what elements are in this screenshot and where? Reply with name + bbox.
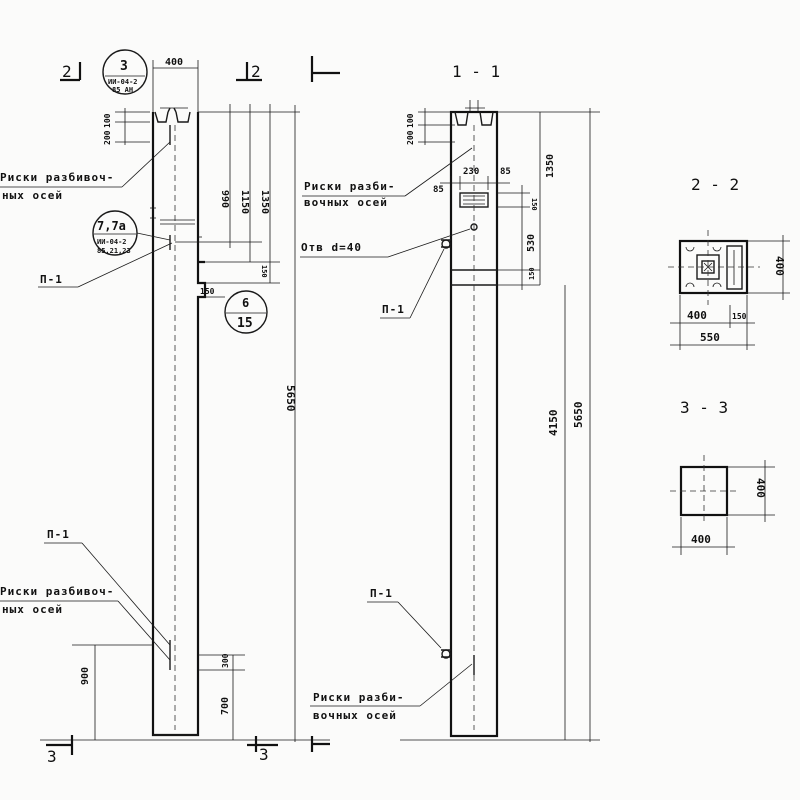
dim-1350: 1350 [259, 190, 270, 214]
reference-bubble-top [102, 49, 148, 95]
dim-4150: 4150 [547, 410, 560, 437]
dim-85-left: 85 [433, 185, 444, 195]
dim-width-400: 400 [165, 57, 183, 68]
section-mark-2-left: 2 [62, 62, 72, 81]
dim-150-center-bottom: 150 [528, 267, 536, 280]
dim-1350-center: 1350 [545, 154, 556, 178]
section-mark-2-right: 2 [251, 62, 261, 81]
dim-150-center-top: 150 [530, 198, 538, 211]
column-body-center [449, 110, 499, 738]
dim-5650-center: 5650 [572, 402, 585, 429]
label-p1-center-top: П-1 [382, 303, 405, 316]
node-bubble-num: 6 [242, 296, 249, 310]
section-2-2-view: 2 - 2 400 150 550 400 [668, 175, 790, 350]
dim-5650-left: 5650 [284, 385, 297, 412]
dim-230: 230 [463, 167, 479, 177]
dim-2-2-150: 150 [732, 312, 747, 321]
dim-100-left: 100 [103, 113, 112, 128]
dim-200-center: 200 [406, 130, 415, 145]
section-1-1-title: 1 - 1 [452, 62, 500, 81]
section-3-3-title: 3 - 3 [680, 398, 728, 417]
dim-200-left: 200 [103, 130, 112, 145]
mid-bubble-number: 7,7а [97, 219, 126, 233]
label-riski-center-bottom-line1: Риски разби- [313, 691, 404, 704]
top-bubble-ref1: ИИ-04-2 [108, 78, 138, 86]
node-bubble-den: 15 [237, 316, 253, 331]
label-riski-top-line1: Риски разбивоч- [0, 171, 114, 184]
label-riski-center-bottom-line2: вочных осей [313, 709, 397, 722]
label-p1-top-left: П-1 [40, 273, 63, 286]
section-mark-3-right: 3 [259, 745, 269, 764]
dim-700: 700 [220, 697, 231, 715]
label-p1-center-bottom: П-1 [370, 587, 393, 600]
top-bubble-number: 3 [120, 59, 128, 74]
label-riski-bottom-line1: Риски разбивоч- [0, 585, 114, 598]
dim-85-right: 85 [500, 167, 511, 177]
label-riski-center-top-line1: Риски разби- [304, 180, 395, 193]
mid-bubble-ref1: ИИ-04-2 [97, 238, 127, 246]
section-mark-3-left: 3 [47, 747, 57, 766]
section-3-3-view: 3 - 3 400 400 [670, 398, 775, 555]
label-p1-bottom-left: П-1 [47, 528, 70, 541]
dim-530: 530 [526, 234, 537, 252]
dim-150-horizontal: 150 [200, 287, 215, 296]
mid-bubble-ref2: 85,21,23 [97, 247, 131, 255]
dim-2-2-400-vertical: 400 [773, 256, 786, 276]
dim-300: 300 [221, 653, 230, 668]
left-elevation-view: 2 2 3 ИИ-04-2 85 АН 400 100 200 Риски ра… [0, 49, 340, 766]
label-hole-d40: Отв d=40 [301, 241, 362, 254]
section-1-1-view: 1 - 1 100 200 [300, 62, 600, 742]
dim-3-3-400-horizontal: 400 [691, 533, 711, 546]
dim-900: 900 [80, 667, 91, 685]
label-riski-center-top-line2: вочных осей [304, 196, 388, 209]
dim-100-center: 100 [406, 113, 415, 128]
dim-2-2-400: 400 [687, 309, 707, 322]
label-riski-bottom-line2: ных осей [2, 603, 63, 616]
dim-2-2-550: 550 [700, 331, 720, 344]
section-2-2-title: 2 - 2 [691, 175, 739, 194]
label-riski-top-line2: ных осей [2, 189, 63, 202]
dim-150-vertical: 150 [260, 265, 268, 278]
dim-3-3-400-vertical: 400 [754, 478, 767, 498]
dim-1150: 1150 [239, 190, 250, 214]
top-bubble-ref2: 85 АН [112, 86, 133, 94]
node-bubble [224, 290, 268, 334]
dim-990: 990 [219, 190, 230, 208]
